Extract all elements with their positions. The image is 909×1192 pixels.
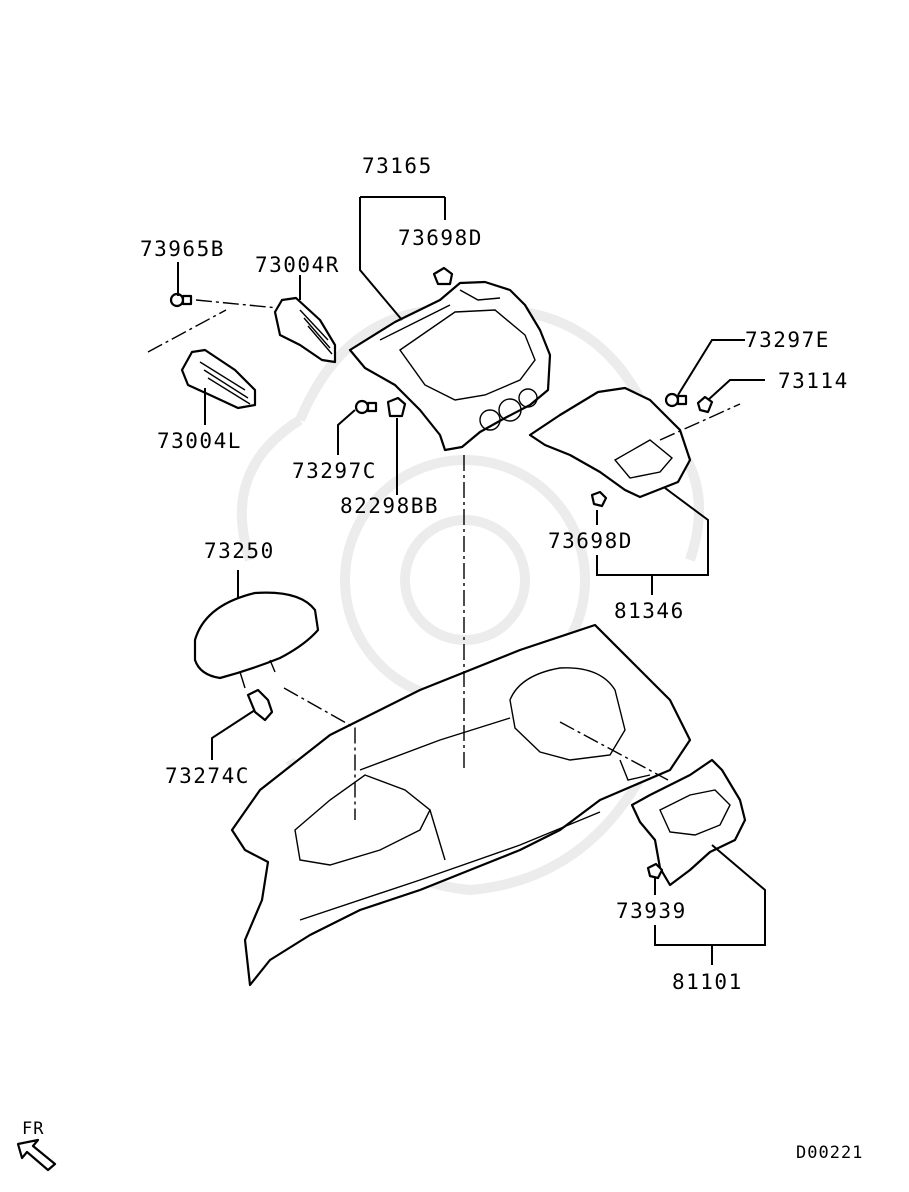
label-73114: 73114 [778,369,849,393]
meter-hood-81346 [528,386,692,499]
label-81346: 81346 [614,599,685,623]
air-vent-73004l [180,348,257,410]
clip-73698d-top [432,266,454,286]
label-73004r: 73004R [255,253,340,277]
label-82298bb: 82298BB [340,494,439,518]
leader-lines [177,196,766,965]
front-label: FR [22,1119,44,1139]
air-vent-73004r [273,296,337,364]
label-73698d-top: 73698D [398,226,483,250]
lower-panel-81101 [630,758,747,887]
label-73004l: 73004L [157,429,242,453]
lid-73250 [193,591,320,689]
label-73939: 73939 [616,899,687,923]
label-73965b: 73965B [140,237,225,261]
clip-73939 [646,862,664,880]
label-73250: 73250 [204,539,275,563]
label-73274c: 73274C [165,764,250,788]
clip-73698d-mid [590,490,608,508]
instrument-panel [230,623,692,987]
clip-73114 [696,395,714,414]
label-73297e: 73297E [745,328,830,352]
label-73698d-mid: 73698D [548,529,633,553]
part-labels: 73165 73698D 73965B 73004R 73004L 73297C… [140,154,849,994]
center-bezel-73165 [348,280,552,452]
label-73297c: 73297C [292,459,377,483]
fastener-73274c [246,688,274,722]
diagram-code: D00221 [796,1143,863,1163]
fastener-73297e [664,392,688,408]
label-73165: 73165 [362,154,433,178]
front-direction-indicator: FR [16,1119,57,1172]
assembly-lines [147,299,741,820]
label-81101: 81101 [672,970,743,994]
clip-82298bb [386,396,407,418]
fastener-73965b [169,292,193,308]
fastener-73297c [354,399,378,415]
front-arrow-icon [16,1138,57,1172]
